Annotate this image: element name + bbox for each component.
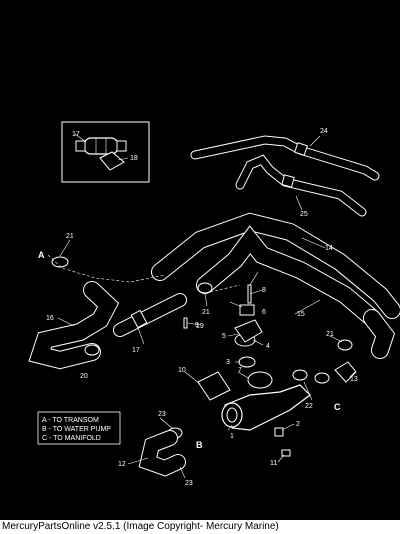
callout-8: 8: [262, 287, 266, 294]
cover-7[interactable]: [247, 371, 273, 389]
clamp-21-c[interactable]: [337, 339, 353, 351]
callout-17-inset: 17: [72, 131, 80, 138]
thermostat-3[interactable]: [238, 356, 256, 368]
screw-11[interactable]: [281, 449, 291, 457]
letter-b: B: [196, 440, 203, 450]
callout-2: 2: [296, 421, 300, 428]
plate-6[interactable]: [239, 304, 255, 316]
callout-22: 22: [305, 403, 313, 410]
callout-23-a: 23: [158, 411, 166, 418]
hose-25[interactable]: [235, 154, 367, 217]
cooler-17[interactable]: [113, 293, 187, 337]
callout-25: 25: [300, 211, 308, 218]
callout-1: 1: [230, 433, 234, 440]
screw-19[interactable]: [183, 317, 188, 329]
callout-20: 20: [80, 373, 88, 380]
callout-12: 12: [118, 461, 126, 468]
clamp-22[interactable]: [292, 369, 330, 384]
hose-14[interactable]: [151, 212, 400, 319]
dashed-routing: [47, 254, 241, 293]
callout-24: 24: [320, 128, 328, 135]
callout-21-a: 21: [66, 233, 74, 240]
cover-5[interactable]: [234, 319, 263, 343]
gasket-10[interactable]: [197, 371, 231, 401]
callout-17: 17: [132, 347, 140, 354]
letter-a: A: [38, 250, 45, 260]
fitting-13[interactable]: [334, 361, 357, 383]
callout-5: 5: [222, 333, 226, 340]
parts-diagram: 1 2 3 4 5 6 7 8 9 10 11 12 13 14 15 16 1…: [0, 0, 400, 520]
callout-21-c: 21: [326, 331, 334, 338]
callout-labels: 1 2 3 4 5 6 7 8 9 10 11 12 13 14 15 16 1…: [46, 128, 358, 487]
clamp-20[interactable]: [84, 344, 100, 356]
callout-15: 15: [297, 311, 305, 318]
callout-14: 14: [325, 245, 333, 252]
clamp-21-b[interactable]: [197, 282, 213, 294]
legend-c: C - TO MANIFOLD: [42, 435, 101, 442]
callout-21-b: 21: [202, 309, 210, 316]
inset-cooler-part[interactable]: [75, 137, 127, 171]
callout-3: 3: [226, 359, 230, 366]
hose-15[interactable]: [196, 225, 396, 359]
callout-23-b: 23: [185, 480, 193, 487]
legend-a: A - TO TRANSOM: [42, 417, 99, 424]
clamp-21-a[interactable]: [51, 256, 69, 268]
legend-b: B - TO WATER PUMP: [42, 426, 111, 433]
copyright-footer: MercuryPartsOnline v2.5.1 (Image Copyrig…: [0, 520, 400, 534]
callout-9: 9: [195, 322, 199, 329]
legend-box: A - TO TRANSOM B - TO WATER PUMP C - TO …: [37, 411, 121, 445]
callout-10: 10: [178, 367, 186, 374]
leader-lines: [57, 133, 356, 479]
letter-c: C: [334, 402, 341, 412]
callout-7: 7: [238, 367, 242, 374]
footer-text: MercuryPartsOnline v2.5.1 (Image Copyrig…: [2, 521, 279, 532]
hose-12[interactable]: [138, 430, 186, 477]
callout-19: 19: [196, 323, 204, 330]
hose-24[interactable]: [190, 135, 380, 181]
connection-letters: A B C: [38, 250, 341, 450]
callout-18: 18: [130, 155, 138, 162]
callout-13: 13: [350, 376, 358, 383]
callout-4: 4: [266, 343, 270, 350]
hose-16[interactable]: [28, 281, 120, 370]
callout-16: 16: [46, 315, 54, 322]
inset-box: [61, 121, 150, 183]
callout-11: 11: [270, 460, 277, 467]
thermostat-housing[interactable]: [221, 384, 311, 431]
callout-6: 6: [262, 309, 266, 316]
plug-2[interactable]: [274, 427, 284, 437]
bolt-8[interactable]: [247, 284, 252, 304]
